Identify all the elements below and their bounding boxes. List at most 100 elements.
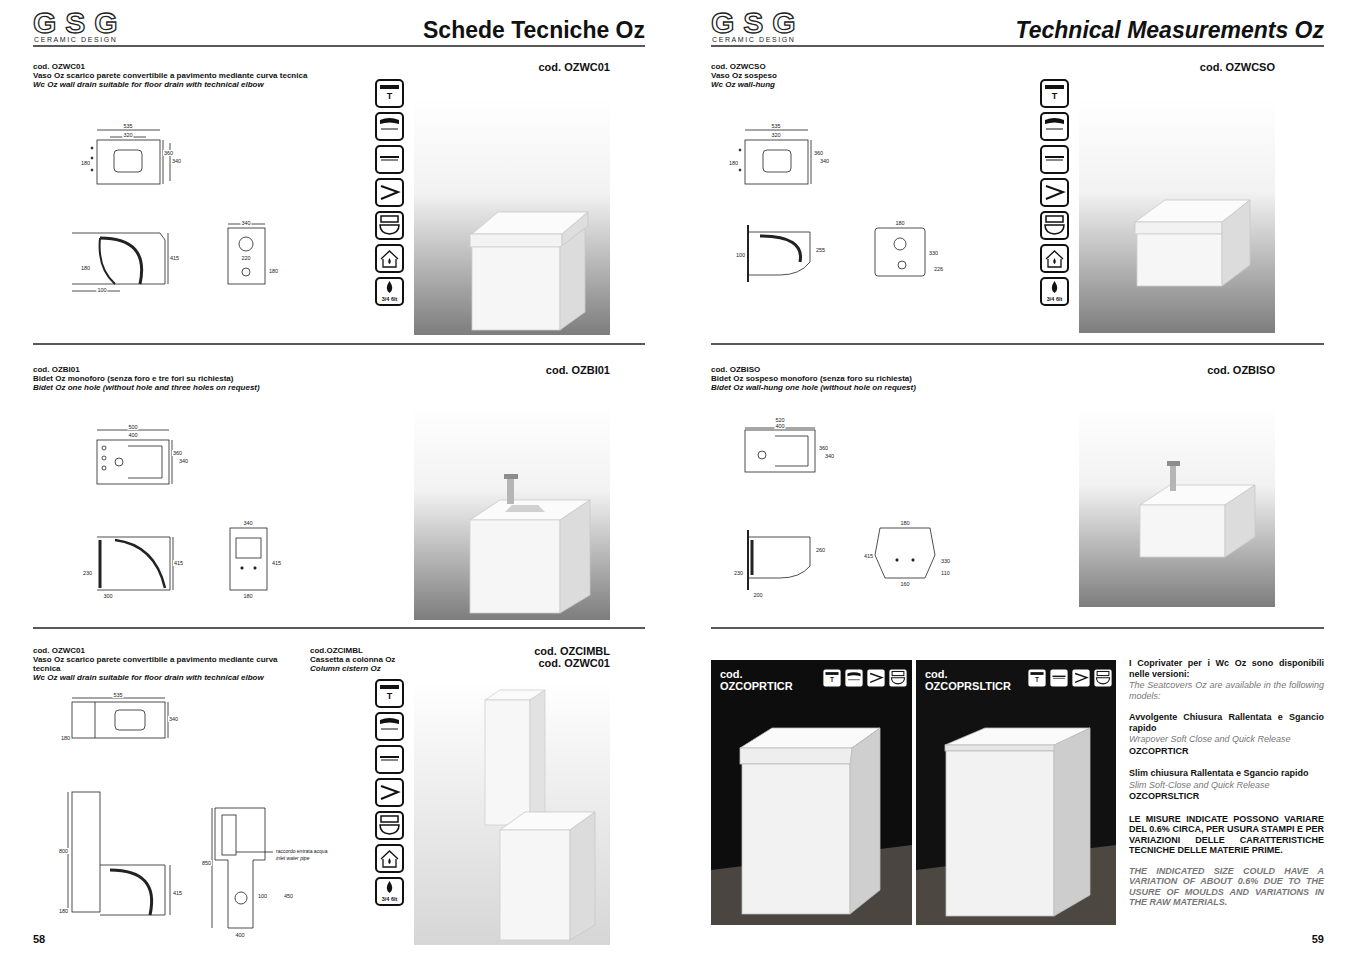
- photo-panel: cod. OZCOPRSLTICR: [916, 660, 1116, 925]
- seat-cover-photo: [867, 669, 886, 688]
- dimension-value: 415: [271, 560, 282, 566]
- page-number: 58: [33, 933, 45, 945]
- product-description: cod.OZCIMBL: [310, 646, 418, 655]
- product-photo: [1225, 485, 1255, 557]
- product-photo: [570, 812, 595, 940]
- note-text-en: Wrapover Soft Close and Quick Release: [1129, 734, 1324, 745]
- technical-drawing: [102, 466, 106, 470]
- pipe-note-en: inlet water pipe: [276, 855, 310, 861]
- product-photo: [472, 247, 560, 330]
- text-column: cod. OZWC01Vaso Oz scarico parete conver…: [33, 62, 373, 89]
- product-description: cod. OZWCSO: [711, 62, 1051, 71]
- product-code: cod. OZBI01: [546, 364, 610, 376]
- brand-tagline: CERAMIC DESIGN: [712, 36, 795, 44]
- dimension-value: 850: [201, 860, 212, 866]
- product-description-en: Wc Oz wall drain suitable for floor drai…: [33, 673, 301, 682]
- seat-cover-photo: [1028, 669, 1047, 688]
- icon-letter: T: [830, 676, 834, 683]
- dimension-value: 340: [171, 158, 182, 164]
- dimension-value: 330: [928, 250, 939, 256]
- product-photo: [1167, 461, 1180, 466]
- product-photo: [530, 690, 545, 825]
- technical-drawing: [747, 530, 749, 590]
- product-photo: [560, 228, 585, 330]
- technical-drawing: [748, 537, 810, 578]
- product-description: cod. OZWC01: [33, 646, 301, 655]
- brand-logo: GSG: [711, 10, 805, 36]
- feature-icon: [1041, 113, 1068, 140]
- dimension-value: 400: [234, 932, 245, 938]
- technical-drawing: [875, 228, 925, 276]
- technical-drawing: [115, 540, 165, 588]
- feature-icon: [1041, 245, 1068, 272]
- technical-drawing: [72, 792, 100, 912]
- technical-drawing: [102, 456, 106, 460]
- note-text-en: Slim Soft-Close and Quick Release: [1129, 780, 1324, 791]
- seat-cover-photo: [845, 669, 864, 688]
- seat-cover-photo: [945, 745, 1055, 751]
- product-photo: [414, 405, 610, 620]
- dimension-value: 230: [82, 570, 93, 576]
- rule-line: [33, 627, 645, 629]
- product-description: Cassetta a colonna Oz: [310, 655, 418, 664]
- product-photo: [470, 234, 562, 247]
- feature-icon: [376, 245, 403, 272]
- photo-panel: cod. OZCOPRTICR: [711, 660, 912, 925]
- rule-line: [711, 627, 1324, 629]
- technical-drawing: [745, 130, 808, 131]
- icon-letter: T: [1035, 676, 1039, 683]
- note-text-en: The Seatcovers Oz are available in the f…: [1129, 680, 1324, 701]
- pipe-note: raccordo entrata acqua: [276, 848, 327, 854]
- technical-drawing: [775, 436, 808, 466]
- product-photo: [507, 478, 514, 504]
- technical-drawing: [72, 702, 165, 738]
- product-photo: [560, 500, 590, 613]
- panel-code: cod. OZCOPRSLTICR: [925, 668, 1020, 692]
- rule-line: [33, 46, 1324, 628]
- technical-drawing: [115, 710, 145, 730]
- technical-drawing: [763, 150, 791, 172]
- dimension-value: 415: [173, 560, 184, 566]
- dimension-value: 535: [770, 123, 781, 129]
- product-description-en: Wc Oz wall drain suitable for floor drai…: [33, 80, 373, 89]
- dimension-value: 360: [163, 150, 174, 156]
- dimension-value: 340: [240, 220, 251, 226]
- brand-logo: GSG: [33, 10, 127, 36]
- rule-line: [711, 343, 1324, 345]
- technical-drawing: [760, 236, 801, 262]
- technical-drawing: [114, 150, 142, 172]
- product-code: cod. OZWC01: [538, 61, 610, 73]
- technical-drawing: [751, 540, 754, 575]
- dimension-value: 360: [172, 450, 183, 456]
- feature-icon: [1041, 212, 1068, 239]
- dimension-value: 535: [112, 692, 123, 698]
- feature-icon: [376, 812, 403, 839]
- technical-drawing: [100, 238, 142, 284]
- page-heading: Schede Tecniche Oz: [423, 17, 645, 44]
- dimension-value: 360: [813, 150, 824, 156]
- seat-cover-photo: [1094, 669, 1113, 688]
- note-text: Slim chiusura Rallentata e Sgancio rapid…: [1129, 768, 1324, 779]
- product-description-en: Bidet Oz wall-hung one hole (without hol…: [711, 383, 1051, 392]
- icon-letter: T: [1052, 91, 1058, 101]
- dimension-value: 415: [863, 553, 874, 559]
- product-description-en: Wc Oz wall-hung: [711, 80, 1051, 89]
- feature-icon: [376, 713, 403, 740]
- dimension-value: 320: [122, 132, 133, 138]
- dimension-value: 180: [60, 735, 71, 741]
- dimension-value: 180: [80, 265, 91, 271]
- feature-icon: [1041, 179, 1068, 206]
- product-description: Bidet Oz sospeso monoforo (senza foro su…: [711, 374, 1051, 383]
- dimension-value: 320: [770, 132, 781, 138]
- product-photo: [1137, 234, 1222, 286]
- dimension-value: 255: [815, 247, 826, 253]
- page-heading: Technical Measurements Oz: [1016, 17, 1324, 44]
- technical-drawing: [228, 228, 265, 284]
- feature-icon: [1041, 278, 1068, 305]
- technical-drawing: [912, 559, 914, 561]
- technical-drawing: [128, 446, 162, 478]
- product-photo: [500, 830, 570, 940]
- dimension-value: 415: [172, 890, 183, 896]
- feature-icon: [376, 278, 403, 305]
- technical-drawing: [236, 852, 273, 853]
